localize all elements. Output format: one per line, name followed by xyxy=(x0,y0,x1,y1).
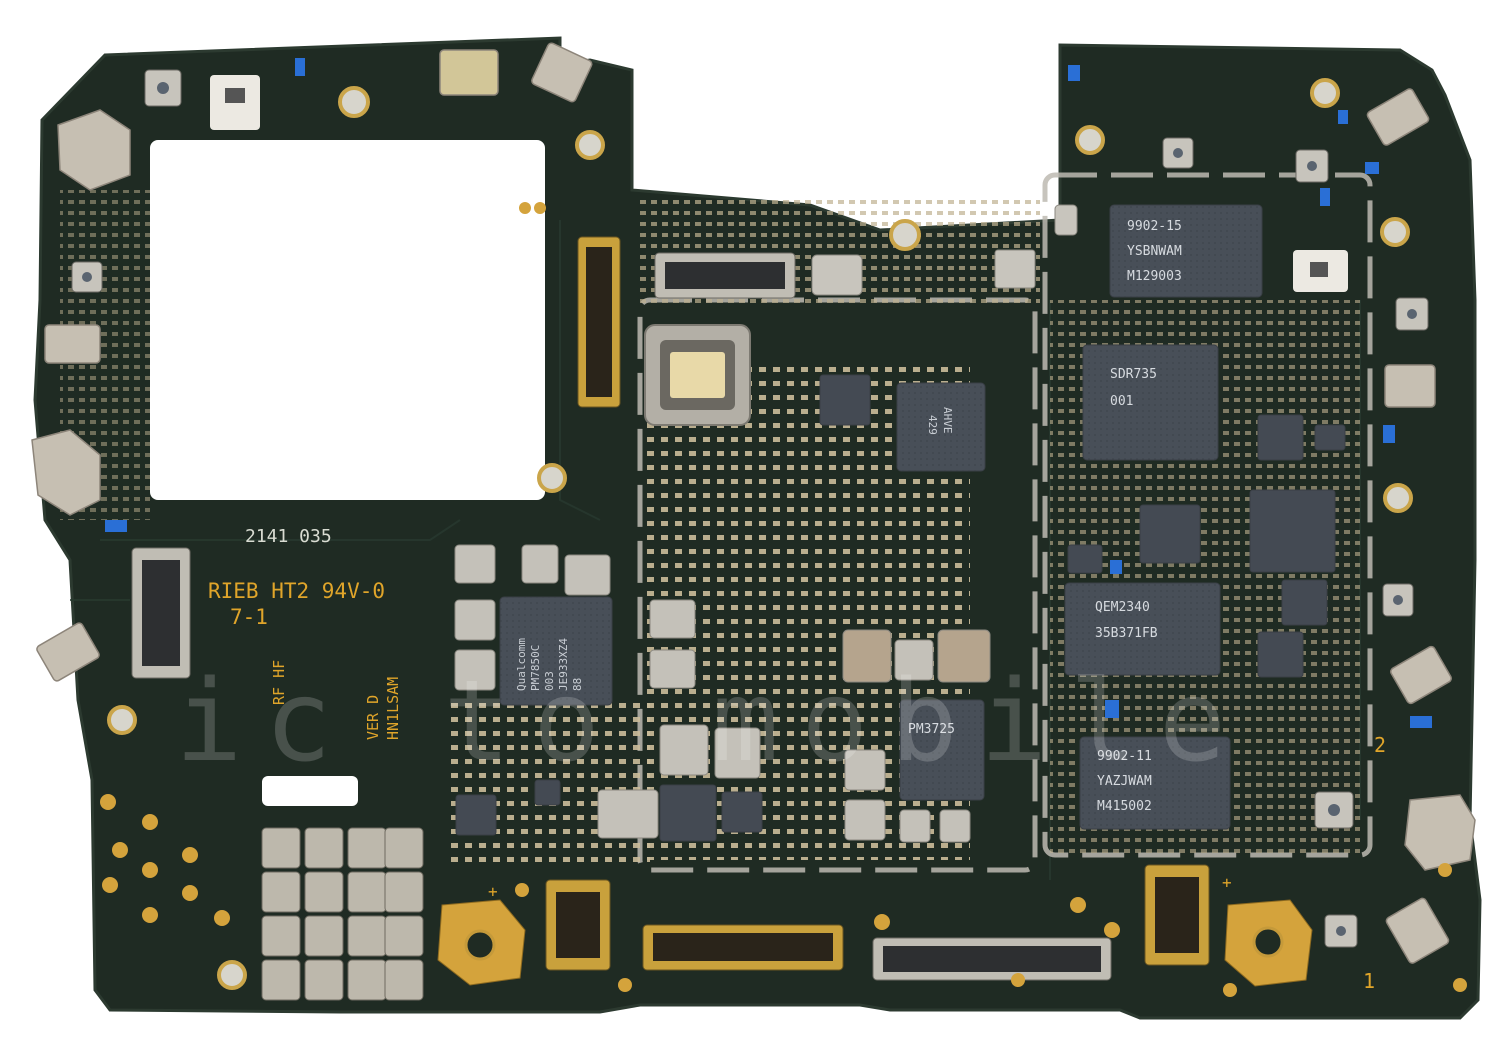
shield-tabs xyxy=(811,204,1078,296)
pa-bottom-label-2: YAZJWAM xyxy=(1097,774,1152,789)
silk-ul-mark: RIEB HT2 94V-0 xyxy=(208,579,385,603)
camera-cutout xyxy=(150,140,545,500)
pa-top-label-3: M129003 xyxy=(1127,269,1182,284)
mounting-holes xyxy=(107,78,1413,990)
power-inductors xyxy=(454,544,991,843)
pa-bottom-label-3: M415002 xyxy=(1097,799,1152,814)
blue-components xyxy=(105,58,1432,728)
pa-bottom-label-1: 9902-11 xyxy=(1097,749,1152,764)
gold-mount-pads xyxy=(437,899,1313,987)
silk-plus-right: + xyxy=(1222,873,1232,892)
chip-9902-11: 9902-11 YAZJWAM M415002 xyxy=(1079,736,1231,830)
pmic-label-5: 88 xyxy=(571,678,584,691)
qem-label-2: 35B371FB xyxy=(1095,626,1158,641)
test-points xyxy=(100,202,1467,997)
chip-9902-15: 9902-15 YSBNWAM M129003 xyxy=(1109,204,1263,298)
chip-pm7850c: Qualcomm PM7850C 003 JE933XZ4 88 xyxy=(499,596,613,706)
small-chips xyxy=(455,374,1346,842)
camera-module-connector xyxy=(644,324,751,426)
silk-marker-1: 1 xyxy=(1363,969,1375,993)
white-modules xyxy=(210,75,1348,292)
pmic-label-3: 003 xyxy=(543,671,556,691)
chip-pm3725: PM3725 xyxy=(899,699,985,801)
silk-plus-left: + xyxy=(488,882,498,901)
silk-marker-2: 2 xyxy=(1374,733,1386,757)
silk-ver: VER D xyxy=(364,695,382,740)
pmic-label-1: Qualcomm xyxy=(515,638,528,691)
qem-label-1: QEM2340 xyxy=(1095,600,1150,615)
watermark-text: ic to mobile xyxy=(175,657,1248,787)
sdr-label-2: 001 xyxy=(1110,394,1133,409)
chip-qem2340: QEM2340 35B371FB xyxy=(1064,582,1221,676)
mem-label-1: AHVE xyxy=(941,407,954,434)
silk-date-code: 2141 035 xyxy=(245,526,332,547)
pmic-label-2: PM7850C xyxy=(529,645,542,691)
slot-cutout xyxy=(262,776,358,806)
sim-contacts xyxy=(261,827,424,1001)
pm3725-label: PM3725 xyxy=(908,722,955,737)
sdr-label-1: SDR735 xyxy=(1110,367,1157,382)
silk-rev: 7-1 xyxy=(230,605,268,629)
silk-maker: HN1LSAM xyxy=(384,677,402,740)
silk-rf-hf: RF HF xyxy=(270,660,288,705)
pmic-label-4: JE933XZ4 xyxy=(557,638,570,691)
spring-clips xyxy=(31,42,1476,964)
chip-memory: AHVE 429 xyxy=(896,382,986,472)
chip-sdr735: SDR735 001 xyxy=(1082,344,1219,461)
pa-top-label-2: YSBNWAM xyxy=(1127,244,1182,259)
pa-top-label-1: 9902-15 xyxy=(1127,219,1182,234)
mem-label-2: 429 xyxy=(926,415,939,435)
b2b-connectors xyxy=(131,236,1210,981)
coax-centers xyxy=(82,82,1417,936)
